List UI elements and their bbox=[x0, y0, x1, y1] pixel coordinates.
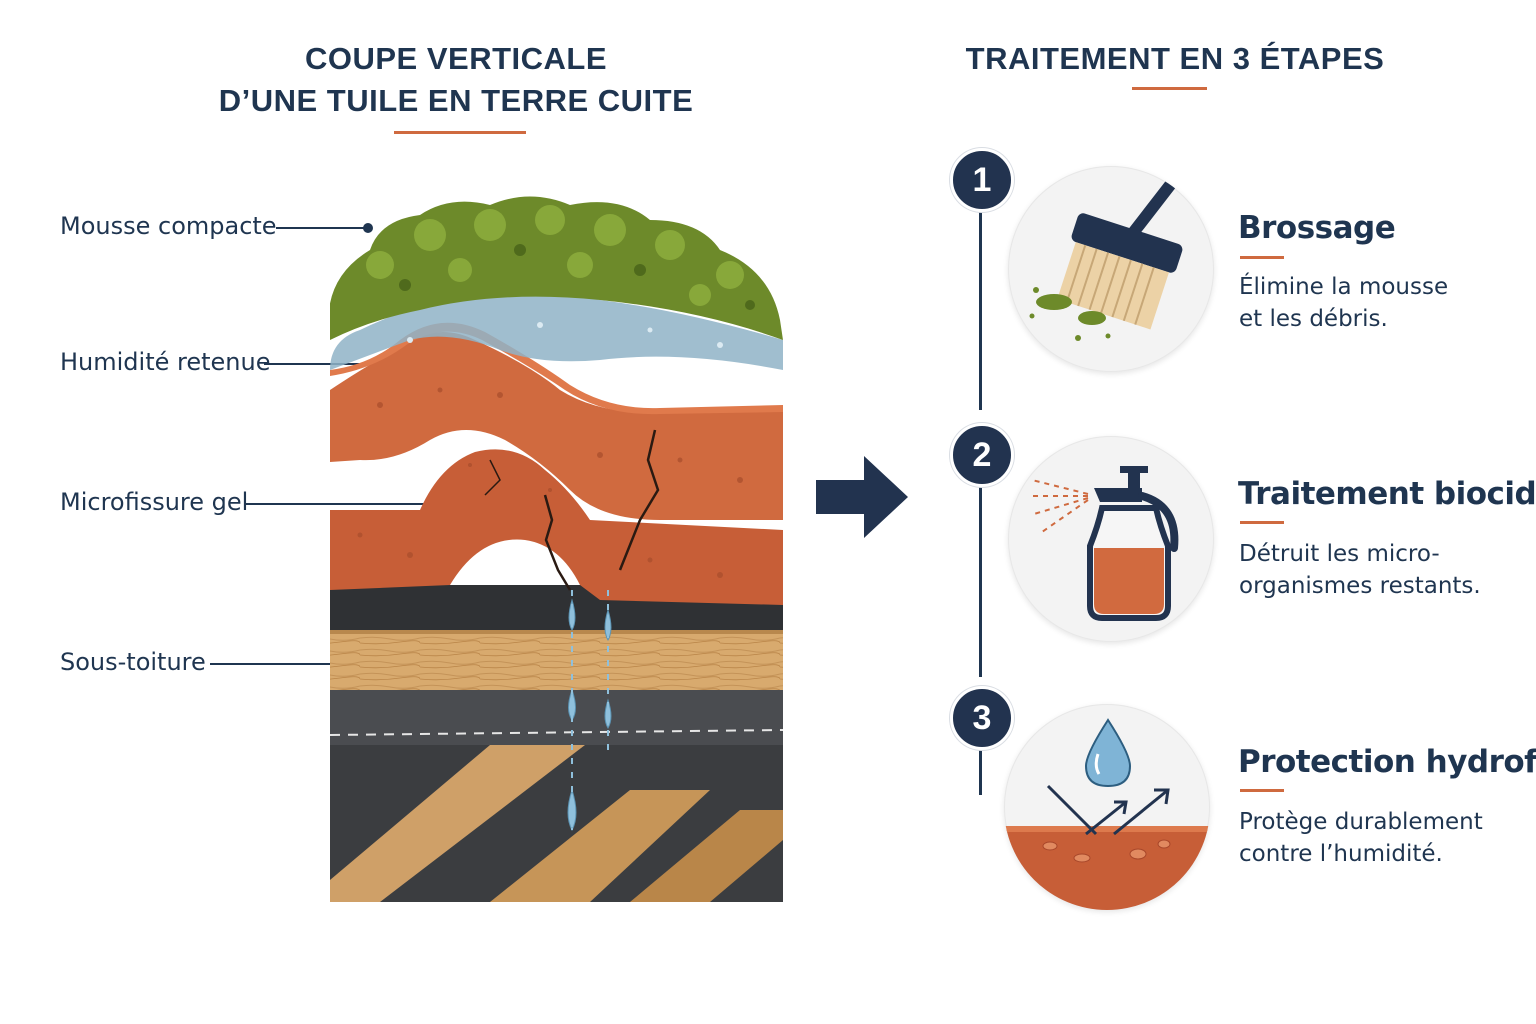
tile-cross-section-illustration bbox=[330, 196, 783, 902]
step-description-3: Protège durablement contre l’humidité. bbox=[1239, 806, 1519, 870]
timeline-segment-2 bbox=[979, 482, 982, 677]
arrow-right-icon bbox=[816, 456, 908, 538]
label-microfissure-gel: Microfissure gel bbox=[60, 488, 249, 516]
upper-tile bbox=[330, 332, 783, 520]
step-illustration-2 bbox=[1008, 436, 1214, 642]
step-description-3-line1: Protège durablement bbox=[1239, 809, 1483, 835]
lower-tile bbox=[330, 449, 783, 605]
step-title-3: Protection hydrofuge bbox=[1238, 744, 1536, 780]
step-number-3: 3 bbox=[950, 686, 1014, 750]
water-drop-icon bbox=[1004, 718, 1210, 910]
steps-title: TRAITEMENT EN 3 ÉTAPES bbox=[965, 41, 1385, 76]
step-title-2: Traitement biocide bbox=[1238, 476, 1536, 512]
label-mousse-compacte: Mousse compacte bbox=[60, 212, 277, 240]
brush-icon bbox=[1029, 174, 1183, 341]
step-description-1-line1: Élimine la mousse bbox=[1239, 274, 1449, 300]
section-title: COUPE VERTICALE D’UNE TUILE EN TERRE CUI… bbox=[200, 38, 712, 122]
step-underline-1 bbox=[1240, 256, 1284, 259]
title-underline-left bbox=[394, 131, 526, 134]
step-description-2-line1: Détruit les micro- bbox=[1239, 541, 1440, 567]
leader-line-1 bbox=[276, 227, 366, 229]
step-illustration-1 bbox=[1008, 166, 1214, 372]
section-title-line2: D’UNE TUILE EN TERRE CUITE bbox=[218, 83, 694, 118]
step-illustration-3 bbox=[1004, 704, 1210, 910]
step-description-2: Détruit les micro- organismes restants. bbox=[1239, 538, 1519, 602]
step-description-1: Élimine la mousse et les débris. bbox=[1239, 271, 1519, 335]
timeline-segment-3 bbox=[979, 745, 982, 795]
title-underline-right bbox=[1132, 87, 1207, 90]
crack-line bbox=[543, 494, 572, 591]
spray-bottle-icon bbox=[1030, 466, 1179, 621]
section-title-line1: COUPE VERTICALE bbox=[304, 41, 608, 76]
step-underline-3 bbox=[1240, 789, 1284, 792]
step-description-2-line2: organismes restants. bbox=[1239, 573, 1481, 599]
step-description-3-line2: contre l’humidité. bbox=[1239, 841, 1443, 867]
rafter-3 bbox=[630, 810, 783, 902]
label-sous-toiture: Sous-toiture bbox=[60, 648, 206, 676]
water-film bbox=[330, 292, 783, 370]
rafter-1 bbox=[330, 745, 585, 902]
step-number-1: 1 bbox=[950, 148, 1014, 212]
membrane-layer bbox=[330, 690, 783, 745]
step-title-1: Brossage bbox=[1238, 210, 1396, 246]
leader-line-4 bbox=[210, 663, 356, 665]
batten-layer bbox=[330, 630, 783, 690]
step-number-2: 2 bbox=[950, 423, 1014, 487]
step-underline-2 bbox=[1240, 521, 1284, 524]
rafter-2 bbox=[490, 790, 710, 902]
leader-line-3 bbox=[246, 503, 454, 505]
leader-dot-1 bbox=[363, 223, 373, 233]
leader-line-2 bbox=[264, 363, 379, 365]
timeline-segment-1 bbox=[979, 205, 982, 410]
label-humidite-retenue: Humidité retenue bbox=[60, 348, 271, 376]
step-description-1-line2: et les débris. bbox=[1239, 306, 1388, 332]
